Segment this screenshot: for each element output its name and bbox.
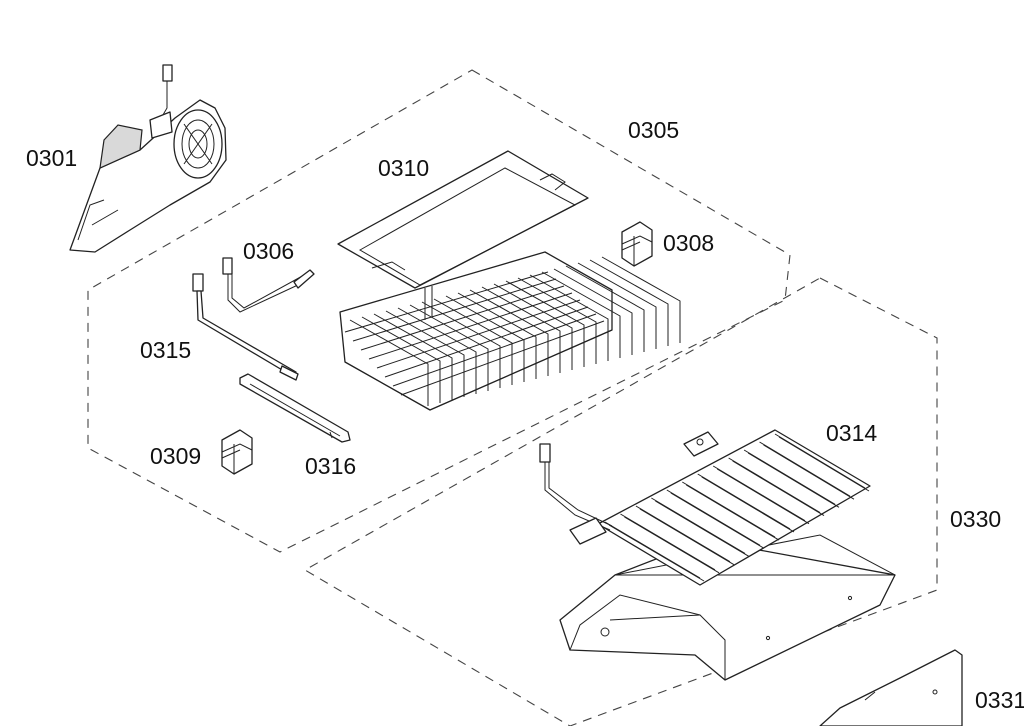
label-0315: 0315	[140, 337, 191, 363]
label-0306: 0306	[243, 238, 294, 264]
fan-assembly-0301	[69, 64, 227, 253]
clip-0308	[621, 221, 653, 267]
label-0316: 0316	[305, 453, 356, 479]
evaporator-fins	[344, 256, 681, 406]
sensor-0306	[222, 257, 315, 313]
label-0331: 0331	[975, 687, 1024, 713]
clip-0309	[221, 429, 253, 475]
label-0330: 0330	[950, 506, 1001, 532]
probe-0315	[192, 273, 299, 381]
label-0308: 0308	[663, 230, 714, 256]
label-0309: 0309	[150, 443, 201, 469]
bracket-0316	[239, 373, 351, 443]
label-0314: 0314	[826, 420, 877, 446]
label-0310: 0310	[378, 155, 429, 181]
drain-tray-assembly-0314	[539, 429, 896, 681]
label-0301: 0301	[26, 145, 77, 171]
heater-grid	[604, 433, 870, 582]
label-0305: 0305	[628, 117, 679, 143]
group-0305-boundary	[87, 69, 791, 553]
panel-0331	[819, 649, 963, 726]
evaporator-0310	[337, 150, 681, 411]
